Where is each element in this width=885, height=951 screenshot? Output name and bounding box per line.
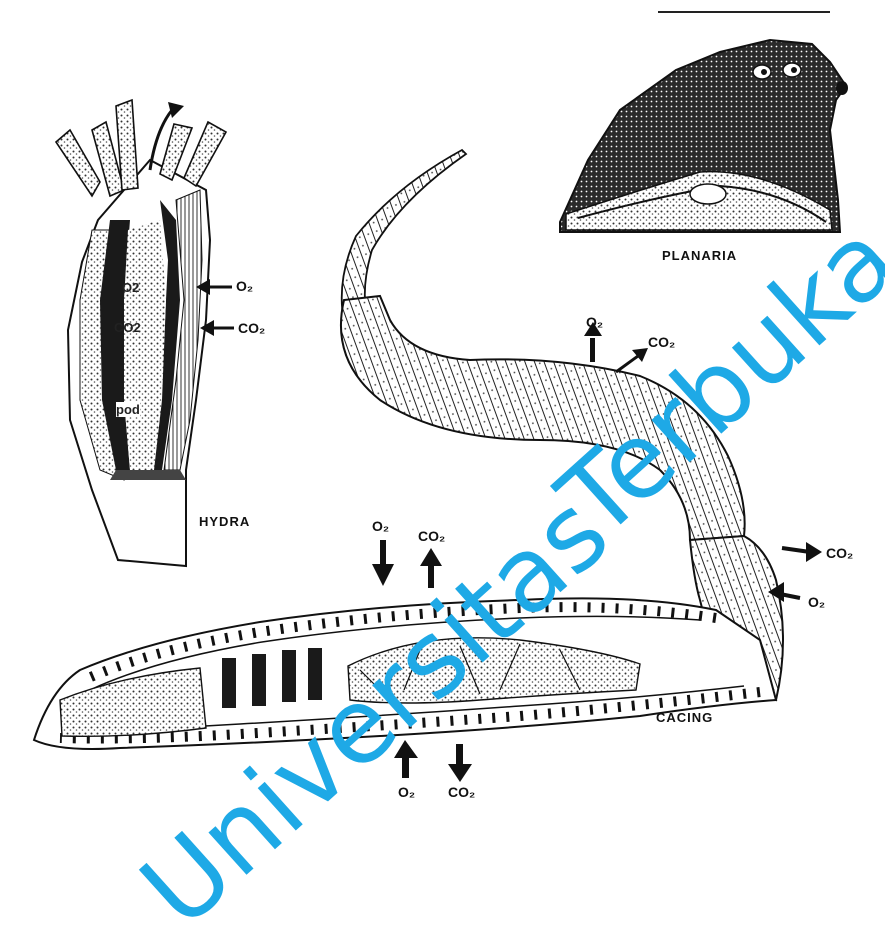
label-cacing: CACING bbox=[656, 710, 713, 725]
planaria-illustration bbox=[560, 40, 848, 232]
worm-right-o2-label: O₂ bbox=[808, 594, 825, 610]
hydra-inner-co2: CO2 bbox=[114, 320, 141, 335]
earthworm-tail bbox=[342, 150, 466, 322]
worm-top-o2-label: O₂ bbox=[586, 314, 603, 330]
worm-right-co2-label: CO₂ bbox=[826, 545, 853, 561]
worm-mid-co2-label: CO₂ bbox=[418, 528, 445, 544]
hydra-mouth-arrowhead bbox=[168, 102, 184, 118]
label-hydra: HYDRA bbox=[199, 514, 250, 529]
hydra-tentacle bbox=[56, 130, 100, 196]
hydra-co2-label: CO₂ bbox=[238, 320, 265, 336]
worm-mid-o2-label: O₂ bbox=[372, 518, 389, 534]
worm-bottom-o2-label: O₂ bbox=[398, 784, 415, 800]
planaria-pharynx bbox=[690, 184, 726, 204]
hydra-illustration bbox=[56, 100, 226, 566]
planaria-auricle bbox=[836, 81, 848, 95]
hydra-inner-o2: O2 bbox=[122, 280, 139, 295]
worm-bottom-co2-label: CO₂ bbox=[448, 784, 475, 800]
hydra-inner-food: pod bbox=[116, 402, 140, 417]
label-planaria: PLANARIA bbox=[662, 248, 737, 263]
hydra-o2-label: O₂ bbox=[236, 278, 253, 294]
